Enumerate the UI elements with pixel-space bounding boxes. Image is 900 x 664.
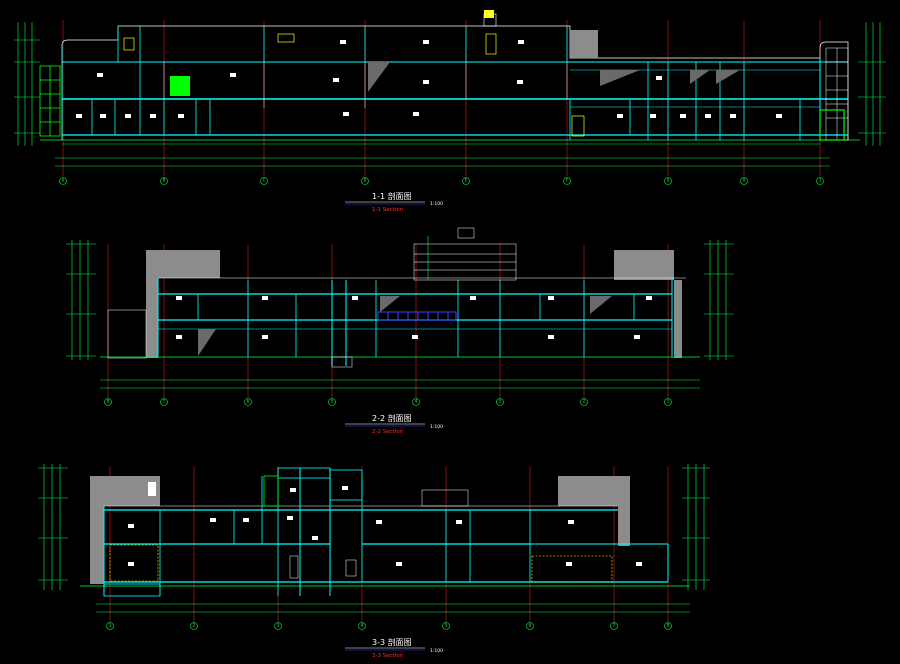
axis-label: 1 xyxy=(667,399,670,405)
axis-label: 5 xyxy=(331,399,334,405)
section-2-ceiling-slopes xyxy=(198,296,612,356)
axis-label: A xyxy=(62,178,65,184)
axis-label: 6 xyxy=(529,623,532,629)
section-1-axis-labels: A B C D E F G H J xyxy=(62,178,822,184)
section-1-dimension-chain xyxy=(55,157,830,167)
axis-label: D xyxy=(364,178,367,184)
section-3-left-dimensions xyxy=(38,464,68,590)
section-1-right-dimensions xyxy=(858,22,886,146)
axis-label: 3 xyxy=(499,399,502,405)
section-1-1: A B C D E F G H J 1-1 剖面图 1-1 Section 1:… xyxy=(14,10,886,213)
axis-label: 4 xyxy=(415,399,418,405)
section-subtitle: 1-1 Section xyxy=(372,207,404,213)
axis-label: 3 xyxy=(277,623,280,629)
section-1-green-frame xyxy=(819,109,845,141)
section-subtitle: 3-3 Section xyxy=(372,653,404,659)
section-3-room-labels xyxy=(128,486,642,566)
axis-label: B xyxy=(163,178,166,184)
section-2-mezzanine xyxy=(377,311,457,321)
axis-label: G xyxy=(667,178,670,184)
axis-label: 7 xyxy=(613,623,616,629)
section-1-shaft xyxy=(570,30,598,58)
section-1-stair xyxy=(170,76,190,96)
section-2-dimension-chain xyxy=(100,379,700,389)
section-2-room-labels xyxy=(176,296,652,339)
axis-label: C xyxy=(263,178,266,184)
axis-label: J xyxy=(819,178,822,184)
section-3-axis-labels: 1 2 3 4 5 6 7 8 xyxy=(109,623,670,629)
axis-label: 6 xyxy=(247,399,250,405)
section-1-axis-bubbles xyxy=(59,177,824,185)
section-2-annex xyxy=(107,309,147,359)
section-3-axis-bubbles xyxy=(106,622,672,630)
section-scale: 1:100 xyxy=(430,201,443,207)
section-2-axis-bubbles xyxy=(104,398,672,406)
section-title: 1-1 剖面图 xyxy=(372,191,412,201)
section-1-left-dimensions xyxy=(14,22,40,146)
section-2-title: 2-2 剖面图 2-2 Section 1:100 xyxy=(345,413,443,435)
section-1-doors xyxy=(123,33,585,137)
axis-label: H xyxy=(743,178,746,184)
section-1-left-ladder xyxy=(39,65,61,137)
axis-label: 8 xyxy=(107,399,110,405)
axis-label: 7 xyxy=(163,399,166,405)
section-subtitle: 2-2 Section xyxy=(372,429,404,435)
section-3-building xyxy=(80,467,690,597)
section-title: 2-2 剖面图 xyxy=(372,413,412,423)
axis-label: 4 xyxy=(361,623,364,629)
section-1-building xyxy=(40,25,860,145)
section-title: 3-3 剖面图 xyxy=(372,637,412,647)
axis-label: 5 xyxy=(445,623,448,629)
section-3-dimension-chain xyxy=(96,603,690,613)
axis-label: 2 xyxy=(193,623,196,629)
section-3-solid-blocks xyxy=(90,476,630,584)
section-2-left-dimensions xyxy=(66,240,96,360)
axis-label: 2 xyxy=(583,399,586,405)
axis-label: F xyxy=(566,178,569,184)
section-3-title: 3-3 剖面图 3-3 Section 1:100 xyxy=(345,637,443,659)
section-1-ceiling-slopes xyxy=(368,62,740,92)
section-3-right-dimensions xyxy=(682,464,710,590)
section-2-right-dimensions xyxy=(704,240,734,360)
section-1-room-labels xyxy=(76,40,782,118)
axis-label: 1 xyxy=(109,623,112,629)
section-3-3: 1 2 3 4 5 6 7 8 3-3 剖面图 3-3 Section 1:10… xyxy=(38,464,710,659)
axis-label: 8 xyxy=(667,623,670,629)
section-2-2: 8 7 6 5 4 3 2 1 2-2 剖面图 2-2 Section 1:10… xyxy=(66,227,734,435)
section-1-title: 1-1 剖面图 1-1 Section 1:100 xyxy=(345,191,443,213)
section-3-pit-right xyxy=(531,555,613,583)
section-scale: 1:100 xyxy=(430,648,443,654)
section-3-elevator-mark xyxy=(148,482,156,496)
section-2-solid-blocks xyxy=(146,250,682,358)
axis-label: E xyxy=(465,178,468,184)
section-scale: 1:100 xyxy=(430,424,443,430)
section-2-axis-labels: 8 7 6 5 4 3 2 1 xyxy=(107,399,670,405)
